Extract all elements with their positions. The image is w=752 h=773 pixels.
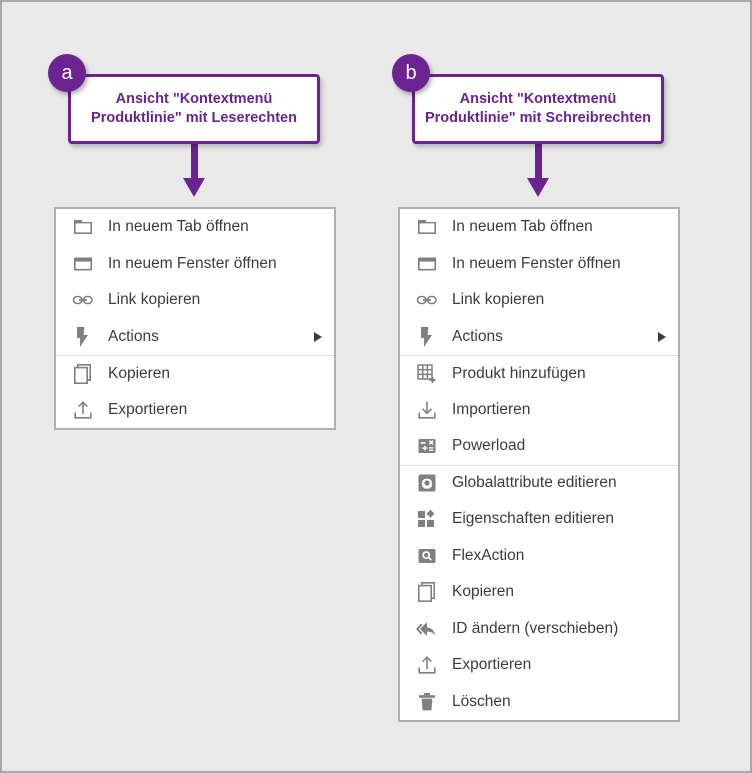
calculator-icon bbox=[416, 435, 438, 457]
callout-badge-a: a bbox=[48, 54, 86, 92]
menu-item-label: Importieren bbox=[452, 400, 531, 418]
copy-icon bbox=[72, 363, 94, 385]
menu-item-actions[interactable]: Actions bbox=[56, 319, 334, 356]
search-square-icon bbox=[416, 545, 438, 567]
grid-plus-icon bbox=[416, 363, 438, 385]
menu-item-label: Produkt hinzufügen bbox=[452, 364, 586, 382]
menu-item-label: Actions bbox=[108, 327, 159, 345]
callout-caption-a: Ansicht "Kontextmenü Produktlinie" mit L… bbox=[68, 74, 320, 144]
menu-item-label: In neuem Tab öffnen bbox=[452, 218, 593, 236]
menu-item-kopieren[interactable]: Kopieren bbox=[56, 355, 334, 392]
properties-icon bbox=[416, 508, 438, 530]
connector-shaft-b bbox=[535, 144, 542, 184]
copy-icon bbox=[416, 581, 438, 603]
menu-item-in-neuem-tab-öffnen[interactable]: In neuem Tab öffnen bbox=[400, 209, 678, 246]
menu-item-label: Powerload bbox=[452, 437, 526, 455]
menu-item-label: Eigenschaften editieren bbox=[452, 510, 615, 528]
menu-item-in-neuem-tab-öffnen[interactable]: In neuem Tab öffnen bbox=[56, 209, 334, 246]
menu-item-id-ändern-verschieben[interactable]: ID ändern (verschieben) bbox=[400, 611, 678, 648]
write-permissions-context-menu: In neuem Tab öffnen In neuem Fenster öffn… bbox=[398, 207, 680, 722]
menu-item-label: FlexAction bbox=[452, 546, 525, 564]
menu-item-label: Link kopieren bbox=[108, 291, 201, 309]
menu-item-label: Actions bbox=[452, 327, 503, 345]
submenu-caret-icon bbox=[658, 331, 666, 342]
connector-arrowhead-b bbox=[527, 178, 549, 197]
menu-item-kopieren[interactable]: Kopieren bbox=[400, 574, 678, 611]
menu-item-löschen[interactable]: Löschen bbox=[400, 684, 678, 721]
gear-square-icon bbox=[416, 472, 438, 494]
menu-item-label: Globalattribute editieren bbox=[452, 474, 617, 492]
menu-item-eigenschaften-editieren[interactable]: Eigenschaften editieren bbox=[400, 501, 678, 538]
export-icon bbox=[72, 399, 94, 421]
menu-item-link-kopieren[interactable]: Link kopieren bbox=[400, 282, 678, 319]
new-window-icon bbox=[416, 253, 438, 275]
menu-item-exportieren[interactable]: Exportieren bbox=[400, 647, 678, 684]
menu-item-in-neuem-fenster-öffnen[interactable]: In neuem Fenster öffnen bbox=[400, 246, 678, 283]
lightning-icon bbox=[416, 326, 438, 348]
lightning-icon bbox=[72, 326, 94, 348]
menu-item-exportieren[interactable]: Exportieren bbox=[56, 392, 334, 429]
move-back-icon bbox=[416, 618, 438, 640]
read-permissions-context-menu: In neuem Tab öffnen In neuem Fenster öffn… bbox=[54, 207, 336, 430]
new-tab-icon bbox=[72, 216, 94, 238]
menu-item-powerload[interactable]: Powerload bbox=[400, 428, 678, 465]
menu-item-label: Exportieren bbox=[108, 400, 188, 418]
menu-item-label: ID ändern (verschieben) bbox=[452, 619, 619, 637]
import-icon bbox=[416, 399, 438, 421]
menu-item-importieren[interactable]: Importieren bbox=[400, 392, 678, 429]
menu-item-actions[interactable]: Actions bbox=[400, 319, 678, 356]
link-icon bbox=[72, 289, 94, 311]
menu-item-label: Löschen bbox=[452, 692, 511, 710]
menu-item-label: Exportieren bbox=[452, 656, 532, 674]
new-window-icon bbox=[72, 253, 94, 275]
menu-item-label: In neuem Fenster öffnen bbox=[108, 254, 277, 272]
menu-item-flexaction[interactable]: FlexAction bbox=[400, 538, 678, 575]
menu-item-in-neuem-fenster-öffnen[interactable]: In neuem Fenster öffnen bbox=[56, 246, 334, 283]
menu-item-link-kopieren[interactable]: Link kopieren bbox=[56, 282, 334, 319]
connector-shaft-a bbox=[191, 144, 198, 184]
export-icon bbox=[416, 654, 438, 676]
menu-item-label: Link kopieren bbox=[452, 291, 545, 309]
menu-item-label: In neuem Tab öffnen bbox=[108, 218, 249, 236]
link-icon bbox=[416, 289, 438, 311]
new-tab-icon bbox=[416, 216, 438, 238]
menu-item-produkt-hinzufügen[interactable]: Produkt hinzufügen bbox=[400, 355, 678, 392]
submenu-caret-icon bbox=[314, 331, 322, 342]
menu-item-label: Kopieren bbox=[452, 583, 515, 601]
callout-badge-b: b bbox=[392, 54, 430, 92]
trash-icon bbox=[416, 691, 438, 713]
callout-caption-b: Ansicht "Kontextmenü Produktlinie" mit S… bbox=[412, 74, 664, 144]
menu-item-label: Kopieren bbox=[108, 364, 171, 382]
connector-arrowhead-a bbox=[183, 178, 205, 197]
menu-item-label: In neuem Fenster öffnen bbox=[452, 254, 621, 272]
menu-item-globalattribute-editieren[interactable]: Globalattribute editieren bbox=[400, 464, 678, 502]
